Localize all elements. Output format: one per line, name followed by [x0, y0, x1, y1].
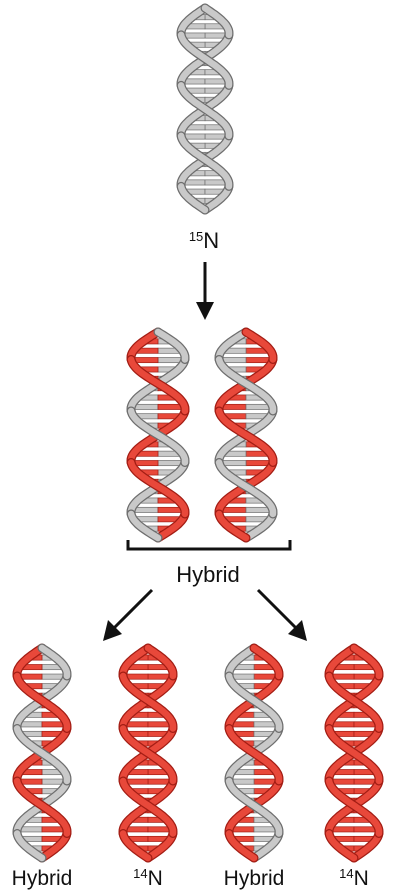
light-isotope-element: N [354, 867, 369, 890]
parent-dna-helix [181, 8, 229, 210]
parent-isotope-mass: 15 [189, 229, 203, 244]
hybrid-label-left: Hybrid [12, 867, 73, 890]
light-label-right: 14N [339, 866, 369, 890]
light-dna-helix [123, 648, 173, 858]
arrow-down-head [196, 302, 214, 320]
hybrid-dna-helix [131, 332, 185, 538]
arrow-right [258, 590, 296, 628]
hybrid-dna-helix [229, 648, 279, 858]
parent-isotope-element: N [203, 228, 219, 253]
parent-label: 15N [189, 228, 219, 253]
light-dna-helix [329, 648, 379, 858]
hybrid-bracket [128, 540, 290, 549]
hybrid-dna-helix [17, 648, 67, 858]
arrow-left [114, 590, 152, 628]
light-isotope-mass: 14 [133, 866, 147, 881]
light-isotope-mass: 14 [339, 866, 353, 881]
hybrid-label-right: Hybrid [224, 867, 285, 890]
light-isotope-element: N [148, 867, 163, 890]
hybrid-dna-helix [219, 332, 273, 538]
hybrid-label: Hybrid [176, 562, 240, 587]
light-label-left: 14N [133, 866, 163, 890]
